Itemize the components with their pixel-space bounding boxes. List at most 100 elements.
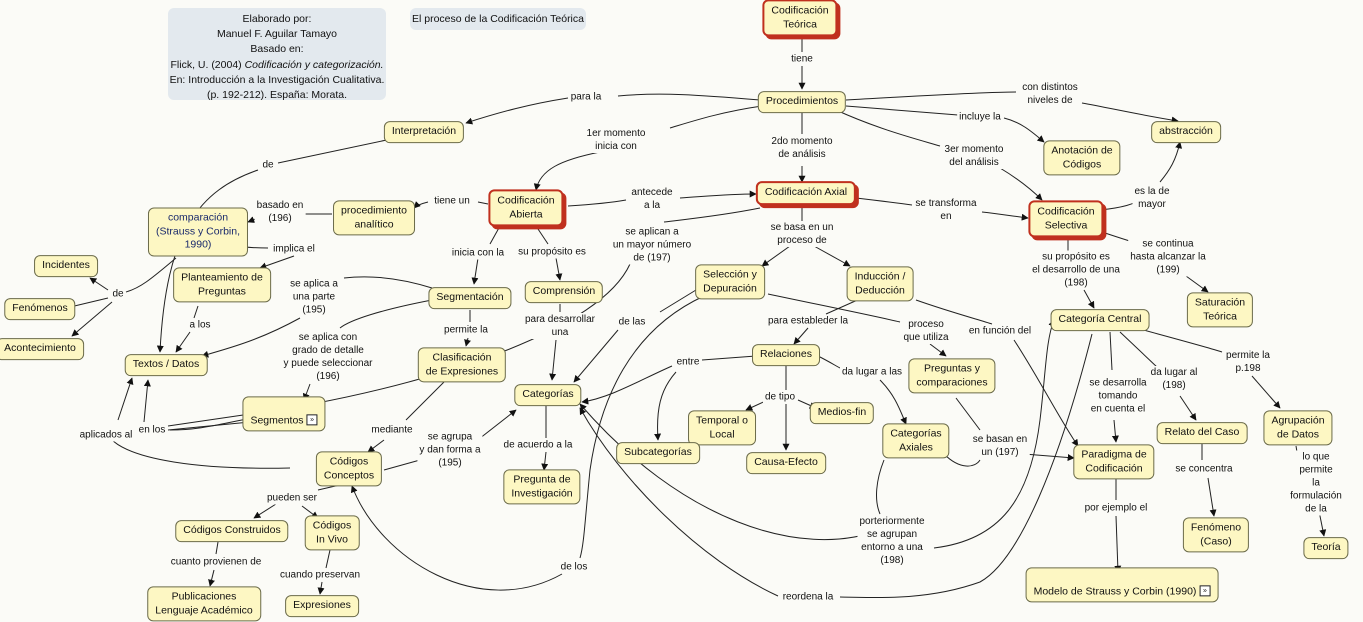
node-induccion-deduccion[interactable]: Inducción / Deducción xyxy=(846,266,914,302)
link-label: permite la xyxy=(442,323,490,337)
node-medios-fin[interactable]: Medios-fin xyxy=(809,402,875,424)
link-label: tiene un xyxy=(432,194,472,208)
node-relaciones[interactable]: Relaciones xyxy=(752,344,820,366)
node-categorias[interactable]: Categorías xyxy=(514,384,582,406)
credits-citation: Flick, U. (2004) xyxy=(170,58,245,71)
node-codificacion-selectiva[interactable]: Codificación Selectiva xyxy=(1028,200,1104,238)
link-label: por ejemplo el xyxy=(1082,501,1150,515)
node-modelo-strauss-corbin[interactable]: Modelo de Strauss y Corbin (1990)» xyxy=(1025,567,1219,603)
node-paradigma-codificacion[interactable]: Paradigma de Codificación xyxy=(1073,444,1155,480)
link-label: 3er momento del análisis xyxy=(942,143,1006,169)
node-fenomenos[interactable]: Fenómenos xyxy=(4,298,76,320)
link-label: cuando preservan xyxy=(277,568,363,582)
expand-icon[interactable]: » xyxy=(306,414,318,426)
link-label: de xyxy=(110,287,126,301)
link-label: para la xyxy=(568,90,604,104)
map-title: El proceso de la Codificación Teórica xyxy=(410,8,586,30)
node-codigos-conceptos[interactable]: Códigos Conceptos xyxy=(315,451,383,487)
node-subcategorias[interactable]: Subcategorías xyxy=(616,442,700,464)
node-fenomeno-caso[interactable]: Fenómeno (Caso) xyxy=(1182,517,1250,553)
node-procedimientos[interactable]: Procedimientos xyxy=(757,91,847,113)
link-label: tiene xyxy=(789,52,815,66)
link-label: su propósito es xyxy=(516,245,588,259)
node-codificacion-teorica[interactable]: Codificación Teórica xyxy=(762,0,838,37)
credits-line-4: Flick, U. (2004) Codificación y categori… xyxy=(168,58,386,73)
segmentos-label: Segmentos xyxy=(250,414,304,426)
node-codigos-construidos[interactable]: Códigos Construidos xyxy=(175,520,289,542)
node-categorias-axiales[interactable]: Categorías Axiales xyxy=(882,423,950,459)
node-anotacion-codigos[interactable]: Anotación de Códigos xyxy=(1043,140,1121,176)
node-temporal-local[interactable]: Temporal o Local xyxy=(688,410,756,446)
link-label: permite la p.198 xyxy=(1224,349,1272,375)
link-label: basado en (196) xyxy=(254,199,306,225)
node-segmentos[interactable]: Segmentos» xyxy=(242,396,326,432)
link-label: en función del xyxy=(966,324,1034,338)
link-label: de los xyxy=(558,560,590,574)
node-agrupacion-datos[interactable]: Agrupación de Datos xyxy=(1263,410,1333,446)
expand-icon[interactable]: » xyxy=(1199,585,1211,597)
link-label: lo que permite la formulación de la xyxy=(1288,450,1344,516)
credits-line-6: (p. 192-212). España: Morata. xyxy=(206,89,348,102)
node-causa-efecto[interactable]: Causa-Efecto xyxy=(746,452,826,474)
link-label: en los xyxy=(136,423,168,437)
node-categoria-central[interactable]: Categoría Central xyxy=(1050,309,1150,331)
node-seleccion-depuracion[interactable]: Selección y Depuración xyxy=(695,264,765,300)
node-teoria[interactable]: Teoría xyxy=(1303,537,1349,559)
link-label: se aplican a un mayor número de (197) xyxy=(610,225,694,265)
link-label: 2do momento de análisis xyxy=(769,135,835,161)
node-saturacion-teorica[interactable]: Saturación Teórica xyxy=(1186,292,1254,328)
link-label: da lugar al (198) xyxy=(1148,366,1200,392)
link-label: se transforma en xyxy=(913,197,979,223)
link-label: cuanto provienen de xyxy=(168,555,264,569)
node-codigos-in-vivo[interactable]: Códigos In Vivo xyxy=(304,515,360,551)
link-label: con distintos niveles de xyxy=(1020,81,1080,107)
link-label: entre xyxy=(674,355,702,369)
node-procedimiento-analitico[interactable]: procedimiento analítico xyxy=(333,200,415,236)
node-codificacion-abierta[interactable]: Codificación Abierta xyxy=(488,189,564,227)
credits-line-2: Manuel F. Aguilar Tamayo xyxy=(216,28,338,41)
link-label: implica el xyxy=(271,242,317,256)
node-incidentes[interactable]: Incidentes xyxy=(34,255,98,277)
link-label: incluye la xyxy=(957,110,1003,124)
node-segmentacion[interactable]: Segmentación xyxy=(428,287,512,309)
node-relato-caso[interactable]: Relato del Caso xyxy=(1156,422,1248,444)
node-clasificacion-expresiones[interactable]: Clasificación de Expresiones xyxy=(417,347,507,383)
node-pregunta-investigacion[interactable]: Pregunta de Investigación xyxy=(503,469,581,505)
link-label: de xyxy=(260,158,276,172)
node-interpretacion[interactable]: Interpretación xyxy=(383,121,465,143)
link-label: se desarrolla tomando en cuenta el xyxy=(1087,376,1149,416)
link-label: reordena la xyxy=(780,590,836,604)
node-preguntas-comparaciones[interactable]: Preguntas y comparaciones xyxy=(908,358,996,394)
node-comparacion[interactable]: comparación (Strauss y Corbin, 1990) xyxy=(147,207,249,257)
link-label: a los xyxy=(187,318,213,332)
link-label: 1er momento inicia con xyxy=(584,127,648,153)
node-codificacion-axial[interactable]: Codificación Axial xyxy=(755,181,857,205)
link-label: se aplica a una parte (195) xyxy=(288,277,340,317)
link-label: se agrupa y dan forma a (195) xyxy=(417,430,483,470)
link-label: para estableder la xyxy=(765,314,851,328)
link-label: da lugar a las xyxy=(839,365,905,379)
credits-line-1: Elaborado por: xyxy=(242,13,312,25)
node-planteamiento-preguntas[interactable]: Planteamiento de Preguntas xyxy=(173,267,271,303)
link-label: aplicados al xyxy=(77,428,135,442)
link-label: pueden ser xyxy=(264,491,320,505)
link-label: inicia con la xyxy=(449,246,507,260)
credits-box: Elaborado por: Manuel F. Aguilar Tamayo … xyxy=(168,8,386,102)
link-label: antecede a la xyxy=(629,186,675,212)
link-label: porteriormente se agrupan entorno a una … xyxy=(857,515,927,567)
node-acontecimiento[interactable]: Acontecimiento xyxy=(0,338,84,360)
link-label: de las xyxy=(616,315,648,329)
modelo-label: Modelo de Strauss y Corbin (1990) xyxy=(1033,585,1197,597)
node-comprension[interactable]: Comprensión xyxy=(524,281,604,303)
link-label: de acuerdo a la xyxy=(501,438,575,452)
link-label: se basa en un proceso de xyxy=(768,221,836,247)
node-publicaciones[interactable]: Publicaciones Lenguaje Académico xyxy=(147,586,261,622)
node-abstraccion[interactable]: abstracción xyxy=(1151,121,1221,143)
credits-citation-title: Codificación y categorización. xyxy=(244,58,384,71)
link-label: se aplica con grado de detalle y puede s… xyxy=(281,331,375,383)
node-expresiones[interactable]: Expresiones xyxy=(285,595,359,617)
link-label: mediante xyxy=(369,423,415,437)
node-textos-datos[interactable]: Textos / Datos xyxy=(124,354,208,376)
link-label: proceso que utiliza xyxy=(901,318,951,344)
